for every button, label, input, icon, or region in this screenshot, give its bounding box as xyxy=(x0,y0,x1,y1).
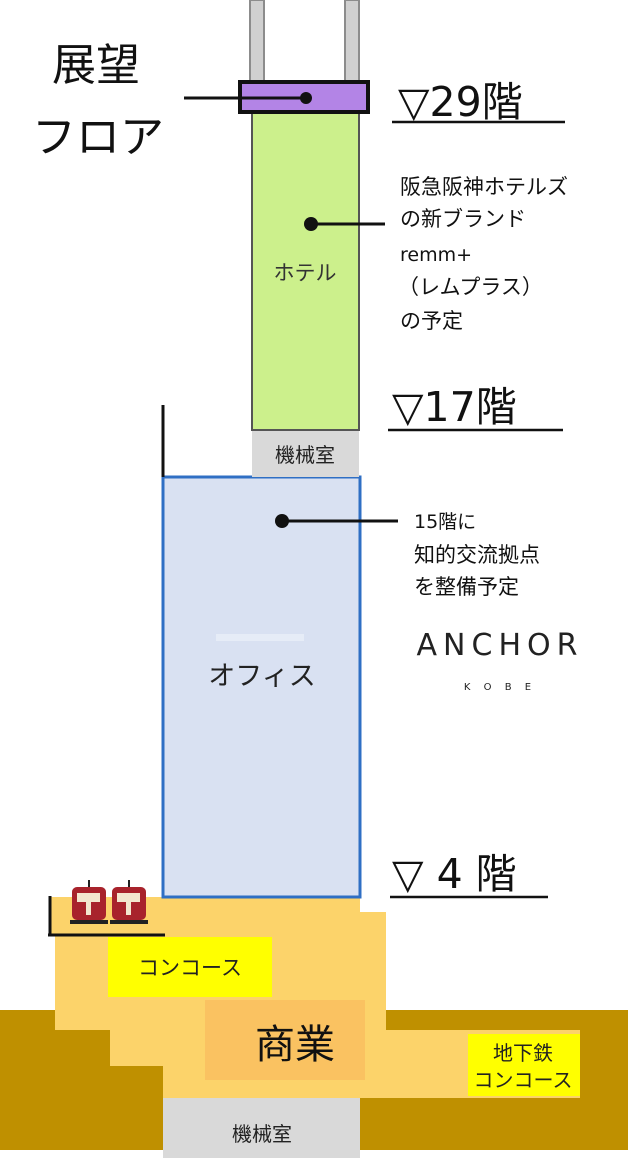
office-note-line-2: 知的交流拠点 xyxy=(414,543,540,567)
observation-floor-label-1: 展望 xyxy=(52,40,140,91)
hotel-note-line-1: 阪急阪神ホテルズ xyxy=(400,175,568,199)
subway-concourse-block xyxy=(468,1034,580,1096)
subway-concourse-label-1: 地下鉄 xyxy=(493,1041,553,1065)
commercial-label: 商業 xyxy=(255,1022,335,1068)
office-note-line-3: を整備予定 xyxy=(414,575,519,599)
office-label: オフィス xyxy=(208,661,315,692)
floor-marker-29: ▽29階 xyxy=(398,78,523,126)
hotel-note-line-2: の新ブランド xyxy=(400,207,526,231)
office-note-line-1: 15階に xyxy=(414,511,476,533)
observation-marker-dot xyxy=(300,92,312,104)
lower-machine-room xyxy=(163,1098,360,1158)
hotel-note-line-3: remm+ xyxy=(400,244,472,266)
commercial-core-shade xyxy=(205,1000,365,1080)
upper-machine-room xyxy=(252,430,359,477)
lower-machine-room-label: 機械室 xyxy=(232,1122,292,1146)
hotel-note-line-5: の予定 xyxy=(400,309,463,333)
subway-concourse-label-2: コンコース xyxy=(474,1068,573,1092)
concourse-block xyxy=(108,937,272,997)
upper-machine-room-label: 機械室 xyxy=(275,443,335,467)
concourse-label: コンコース xyxy=(138,956,242,980)
floor-marker-17: ▽17階 xyxy=(392,383,517,431)
crown-pillar-right xyxy=(344,0,360,83)
train-icon xyxy=(70,880,148,924)
observation-floor-label-2: フロア xyxy=(32,112,164,163)
crown-pillar-left xyxy=(249,0,265,83)
anchor-logo-subtext: K O B E xyxy=(464,682,536,693)
floor-marker-4: ▽ 4 階 xyxy=(392,850,517,898)
anchor-logo-wordmark: ANCHOR xyxy=(417,628,584,663)
office-highlight xyxy=(216,634,304,641)
hotel-label: ホテル xyxy=(274,261,337,285)
hotel-note-line-4: （レムプラス） xyxy=(398,275,543,299)
